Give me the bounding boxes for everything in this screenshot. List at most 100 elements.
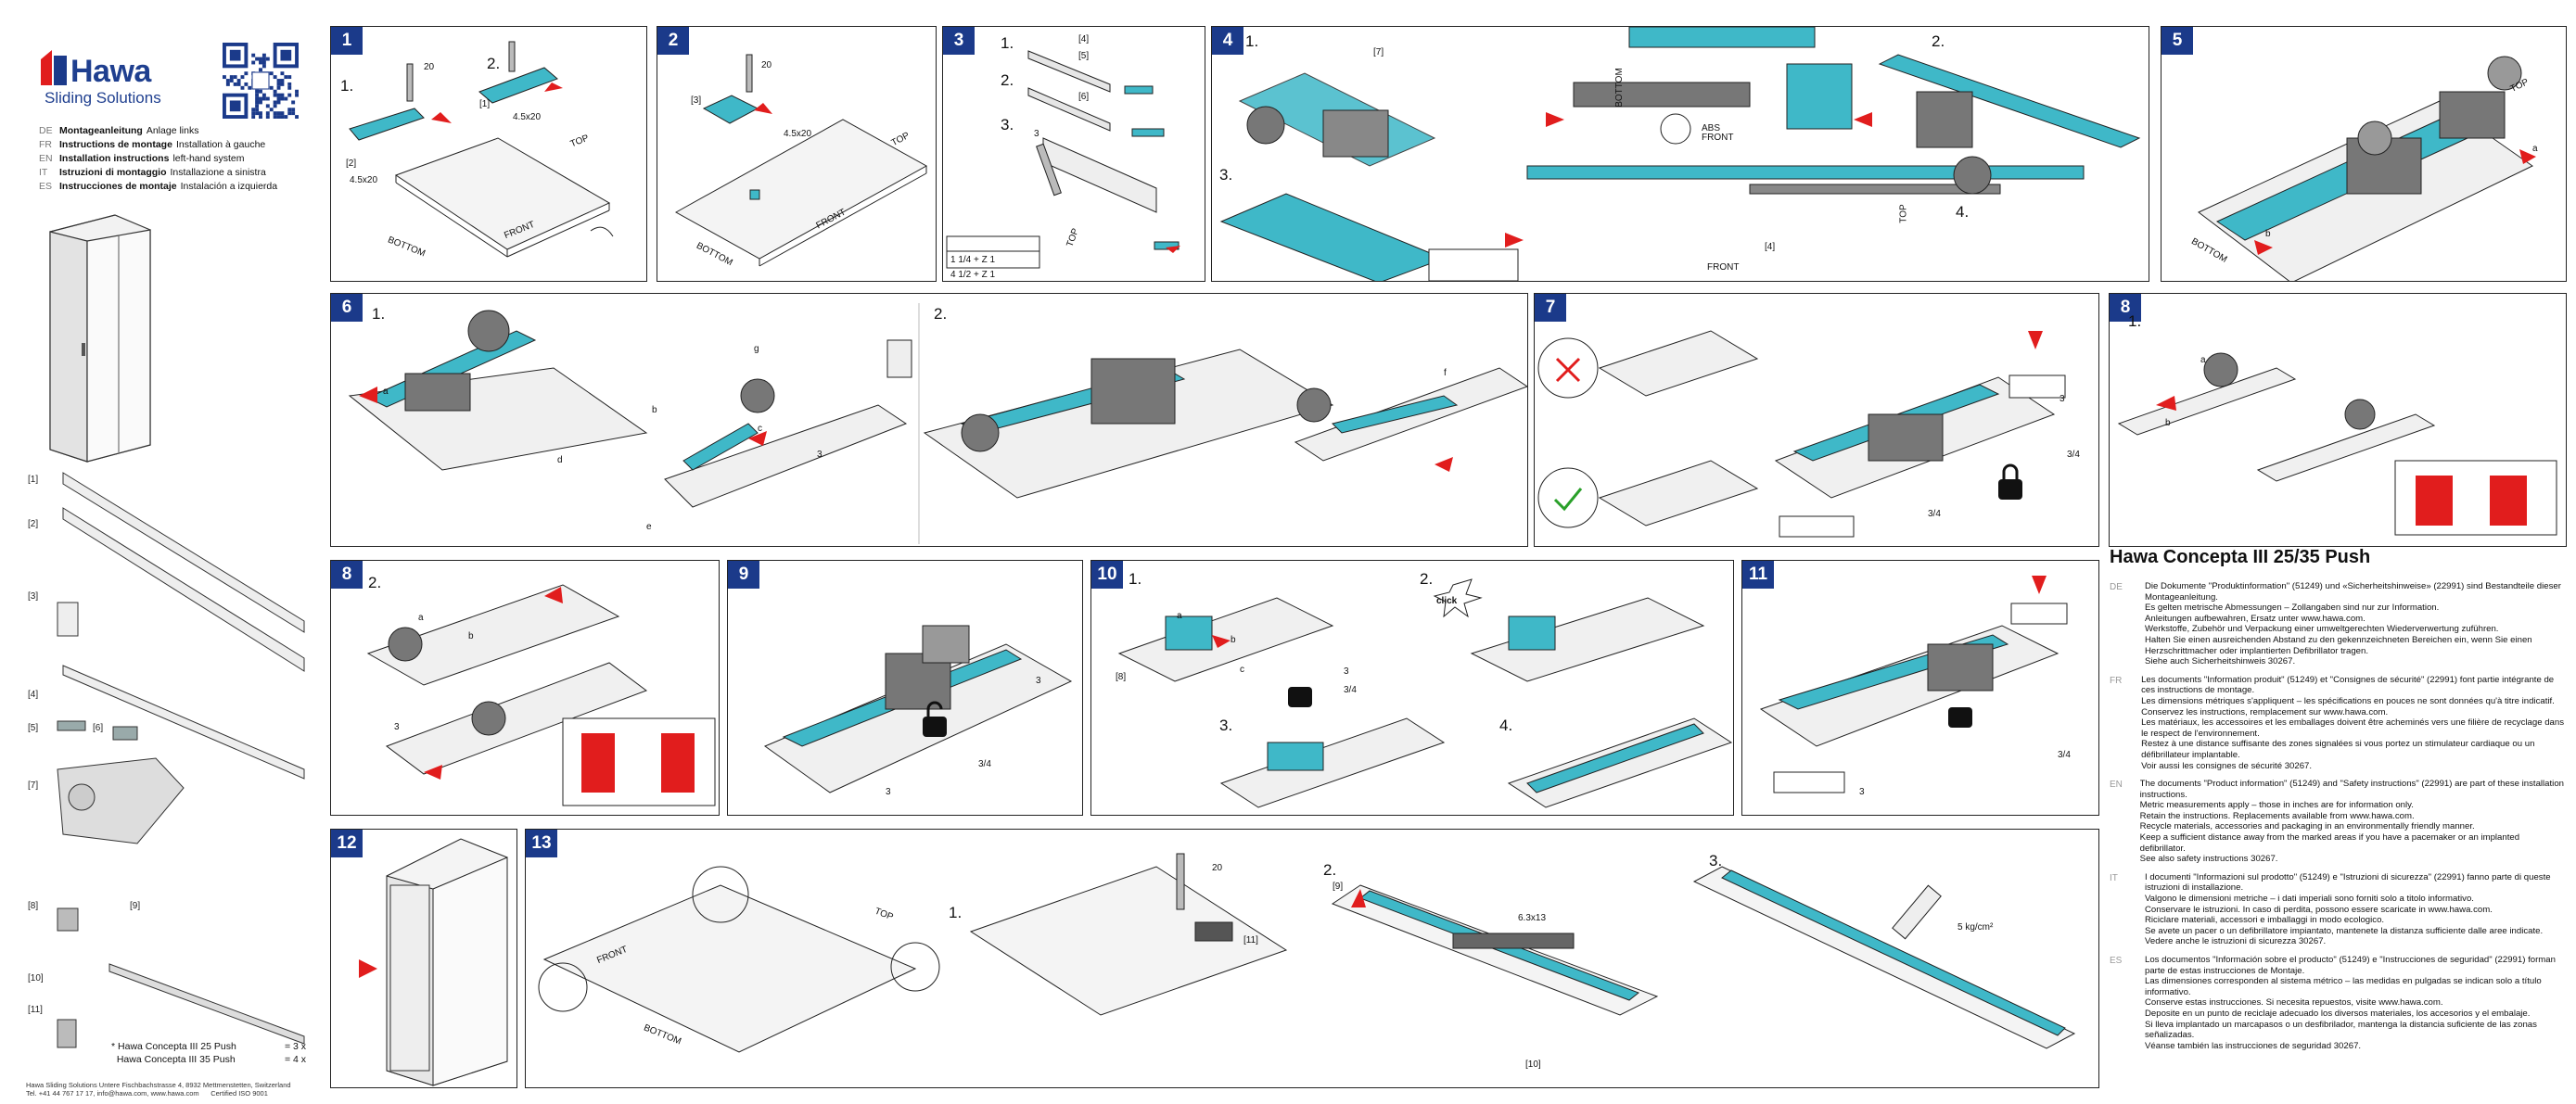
- hawa-logo-mark-icon: [41, 50, 67, 85]
- pressure-value: 5 kg/cm²: [1958, 922, 1994, 933]
- step-4-panel: 4 1. 2. 3. 4. [7] [4] ABS FRONT BOT: [1211, 26, 2149, 282]
- part-label: [1]: [28, 475, 39, 485]
- cabinet-illustration: [49, 214, 151, 463]
- part-ref: [8]: [1116, 672, 1127, 682]
- part-ref: [7]: [1373, 47, 1384, 57]
- action-letter: a: [1177, 611, 1182, 621]
- info-line: Werkstoffe, Zubehör und Verpackung einer…: [2145, 624, 2499, 635]
- substep-label: 2.: [1932, 32, 1945, 50]
- info-line: Es gelten metrische Abmessungen – Zollan…: [2145, 603, 2440, 614]
- info-line: défibrillateur implantable.: [2141, 749, 2240, 760]
- info-line: The documents "Product information" (512…: [2139, 779, 2564, 790]
- part-ref: [6]: [1078, 92, 1090, 102]
- turn-value: 3/4: [1928, 509, 1941, 519]
- torque-value: 3: [886, 787, 891, 797]
- info-language-code: DE: [2110, 582, 2123, 592]
- step-10-panel: 10 1. 2. 3. 4. click [8] a b c 3 3/4: [1090, 560, 1734, 816]
- substep-label: 2.: [487, 55, 501, 72]
- info-section: IT I documenti "Informazioni sul prodotto…: [2110, 872, 2564, 947]
- substep-label: 1.: [949, 904, 963, 921]
- info-language-code: FR: [2110, 675, 2123, 686]
- step-13-panel: 13 1. 2. 3. FRONT TOP BOTTOM [11] [9] [1…: [525, 829, 2099, 1088]
- substep-label: 3.: [1219, 166, 1233, 184]
- info-text: Los documentos "Información sobre el pro…: [2145, 955, 2564, 1051]
- action-letter: f: [1444, 368, 1447, 378]
- substep-label: 2.: [1323, 861, 1337, 879]
- substep-label: 4.: [1499, 717, 1513, 734]
- side-label: TOP: [1898, 204, 1909, 223]
- legend-marker: *: [111, 1041, 116, 1052]
- info-line: informativo.: [2145, 986, 2191, 997]
- language-code: EN: [39, 153, 53, 164]
- step-11-panel: 11 3 3/4: [1741, 560, 2099, 816]
- substep-label: 3.: [1001, 116, 1014, 133]
- info-line: I documenti "Informazioni sul prodotto" …: [2145, 871, 2551, 882]
- torque-value: 3: [1036, 676, 1041, 686]
- step-7-panel: 7 3 3/4 3/4: [1534, 293, 2099, 547]
- info-text: The documents "Product information" (512…: [2140, 779, 2564, 865]
- action-letter: e: [646, 522, 652, 532]
- step-number-badge: 8: [331, 561, 363, 589]
- substep-label: 1.: [1245, 32, 1259, 50]
- action-letter: b: [1231, 635, 1236, 645]
- dimension-label: 1 1/4 + Z 1: [950, 255, 996, 265]
- symbol-label: ABS: [1702, 123, 1721, 133]
- footer-certified: Certified ISO 9001: [210, 1089, 268, 1098]
- step-number-badge: 4: [1212, 27, 1243, 55]
- info-line: Montageanleitung.: [2145, 591, 2218, 603]
- substep-label: 3.: [1219, 717, 1233, 734]
- side-label: BOTTOM: [1613, 68, 1625, 108]
- language-title: Instrucciones de montaje: [59, 181, 177, 192]
- side-label: FRONT: [1702, 133, 1734, 143]
- part-ref: [10]: [1525, 1060, 1541, 1070]
- step-11-illustration: [1759, 576, 2068, 793]
- turn-value: 3/4: [2058, 750, 2071, 760]
- screw-size: 4.5x20: [513, 112, 542, 122]
- info-line: Les matériaux, les accessoires et les em…: [2141, 717, 2564, 729]
- part-ref: [11]: [1243, 935, 1258, 945]
- step-9-panel: 9 3 3 3/4: [727, 560, 1083, 816]
- step-13-illustration: [538, 853, 2076, 1053]
- part-ref: [5]: [1078, 51, 1090, 61]
- info-line: Les dimensions métriques s'appliquent – …: [2141, 695, 2555, 706]
- step-5-illustration: [2198, 56, 2536, 281]
- step-8-2-panel: 8 2. a b 3: [330, 560, 720, 816]
- info-line: Herzschrittmacher oder implantierten Def…: [2145, 645, 2369, 656]
- substep-label: 1.: [1001, 34, 1014, 52]
- info-line: Keep a sufficient distance away from the…: [2139, 832, 2520, 844]
- footer-contact-text: Tel. +41 44 767 17 17, info@hawa.com, ww…: [26, 1089, 199, 1098]
- action-letter: b: [2165, 418, 2171, 428]
- info-line: ces instructions de montage.: [2141, 685, 2255, 696]
- info-line: Riciclare materiali, accessori e imballa…: [2145, 915, 2385, 926]
- part-ref: [3]: [691, 95, 702, 106]
- substep-label: 2.: [368, 574, 382, 591]
- language-title: Montageanleitung: [59, 125, 143, 136]
- legend-label: Hawa Concepta III 35 Push: [116, 1054, 236, 1065]
- step-number-badge: 9: [728, 561, 759, 589]
- footer-address: Hawa Sliding Solutions Untere Fischbachs…: [26, 1081, 291, 1089]
- language-title: Instructions de montage: [59, 139, 172, 150]
- dimension-label: 4 1/2 + Z 1: [950, 270, 996, 280]
- legend-qty: = 3 x: [284, 1041, 306, 1052]
- info-line: Valgono le dimensioni metriche – i dati …: [2145, 894, 2474, 905]
- turn-value: 3/4: [1344, 685, 1357, 695]
- info-line: See also safety instructions 30267.: [2139, 854, 2278, 865]
- language-subtitle: Instalación a izquierda: [180, 181, 278, 192]
- step-number-badge: 12: [331, 830, 363, 857]
- qr-code-icon: [223, 43, 299, 119]
- step-number-badge: 10: [1091, 561, 1123, 589]
- info-line: Conservez les instructions, remplacement…: [2141, 706, 2389, 717]
- part-ref: [9]: [1333, 882, 1344, 892]
- part-label: [5]: [28, 723, 39, 733]
- info-language-code: IT: [2110, 872, 2118, 883]
- torque-value: 20: [424, 62, 435, 72]
- torque-value: 3: [1859, 787, 1865, 797]
- parts-list-illustration: [57, 472, 305, 1048]
